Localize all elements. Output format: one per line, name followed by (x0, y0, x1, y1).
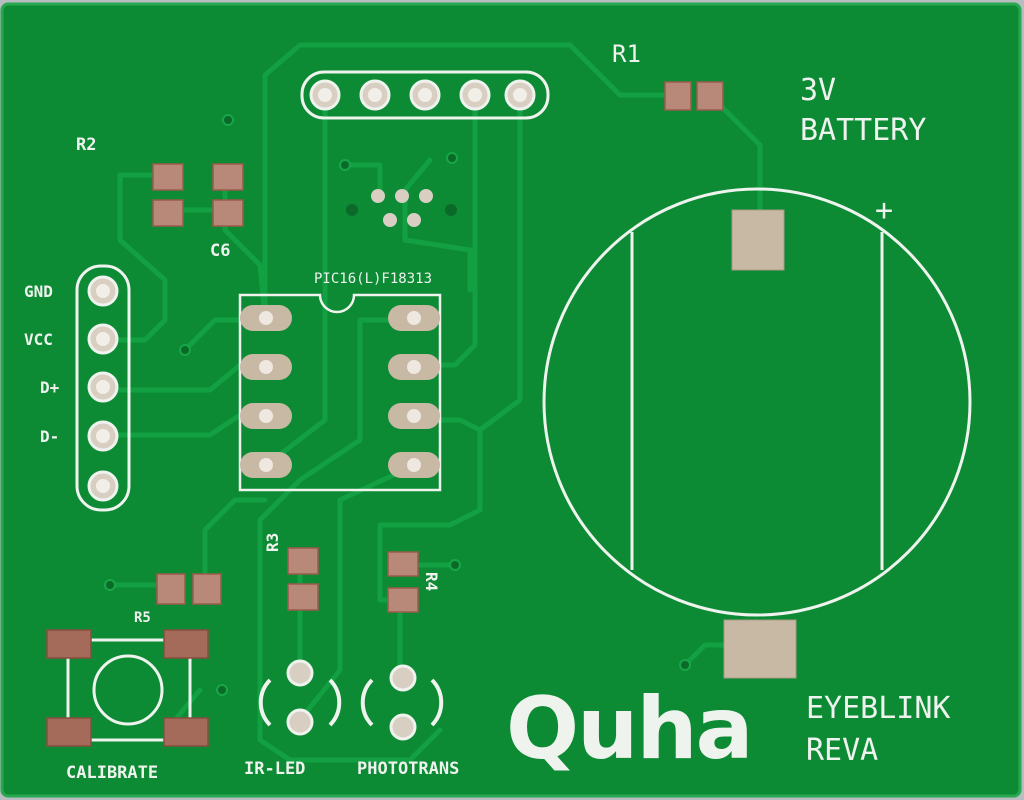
label-c6: C6 (210, 241, 230, 261)
pcb-substrate (2, 4, 1020, 796)
label-dminus: D- (40, 427, 59, 446)
battery-pad-plus (731, 209, 785, 271)
logo-quha: Quha (506, 679, 752, 779)
top-header (300, 70, 550, 120)
label-r5: R5 (134, 610, 151, 626)
label-battery-line2: BATTERY (800, 113, 926, 148)
vias (104, 114, 691, 696)
label-r2: R2 (76, 135, 96, 155)
label-battery-line1: 3V (800, 73, 836, 108)
calibrate-switch (46, 629, 209, 747)
label-dplus: D+ (40, 378, 60, 397)
smd-pads (152, 81, 724, 613)
sensor-pads (346, 189, 457, 227)
label-irled: IR-LED (244, 759, 305, 779)
label-phototrans: PHOTOTRANS (357, 759, 459, 779)
label-vcc: VCC (24, 330, 53, 349)
label-product-line2: REVA (806, 733, 878, 768)
label-product-line1: EYEBLINK (806, 691, 951, 726)
label-calibrate: CALIBRATE (66, 763, 158, 783)
label-r4: R4 (422, 572, 441, 591)
label-r3: R3 (263, 533, 282, 552)
label-gnd: GND (24, 282, 53, 301)
label-r1: R1 (612, 40, 641, 68)
ic-pads (240, 305, 440, 478)
label-plus: + (875, 193, 893, 228)
ir-led-footprint (258, 659, 342, 736)
phototrans-footprint (360, 664, 444, 741)
battery-holder-outline (542, 187, 972, 617)
left-header (75, 264, 131, 512)
ic-outline (238, 293, 442, 492)
battery-pad-minus (723, 619, 797, 679)
label-chip: PIC16(L)F18313 (314, 271, 432, 287)
